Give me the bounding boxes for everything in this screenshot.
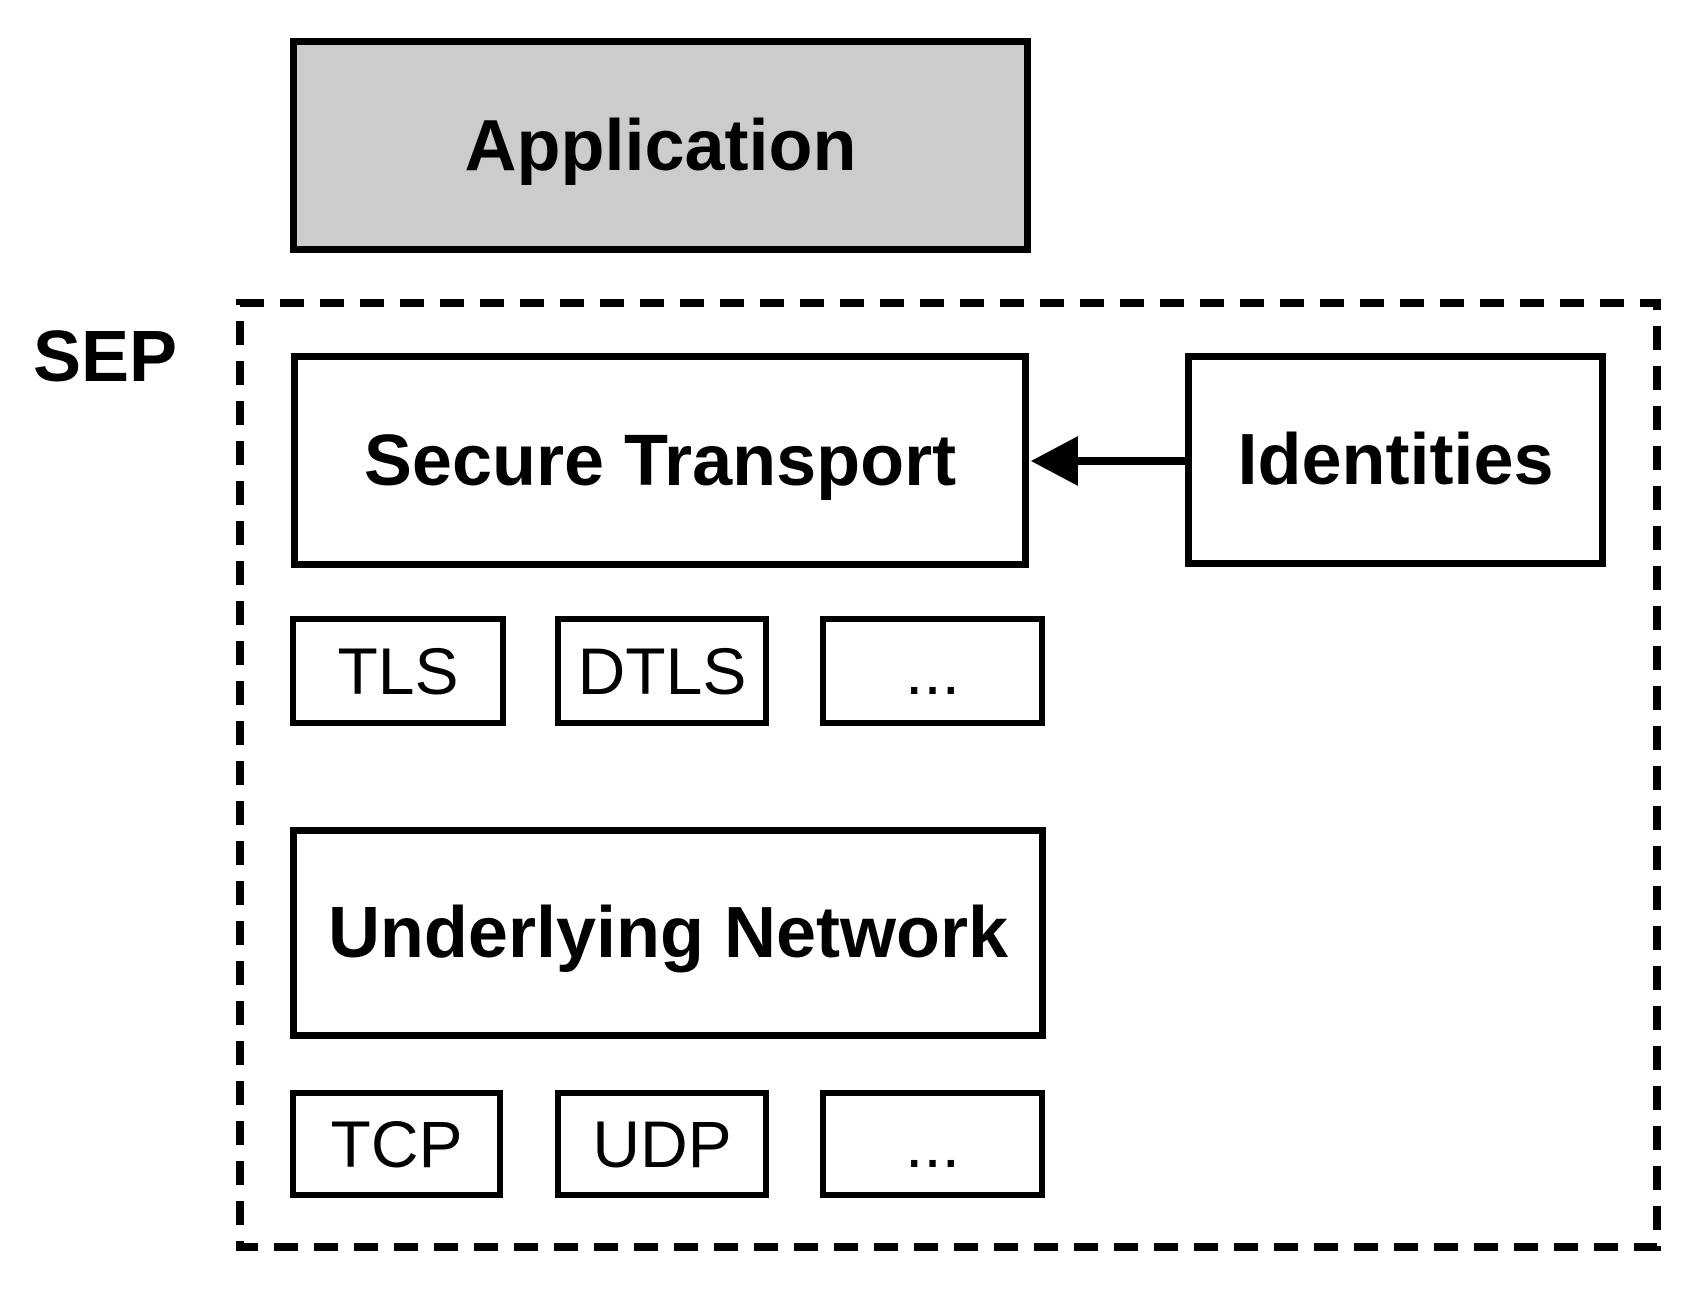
udp-label: UDP bbox=[592, 1107, 732, 1181]
dtls-protocol-box: DTLS bbox=[555, 616, 769, 726]
secure-transport-label: Secure Transport bbox=[363, 420, 957, 501]
tls-protocol-box: TLS bbox=[290, 616, 506, 726]
tls-label: TLS bbox=[337, 634, 459, 708]
other-network-protocols-label: ... bbox=[904, 1107, 960, 1181]
dtls-label: DTLS bbox=[577, 634, 747, 708]
underlying-network-box: Underlying Network bbox=[290, 827, 1046, 1039]
sep-label-text: SEP bbox=[32, 317, 178, 397]
application-label: Application bbox=[464, 105, 857, 186]
application-box: Application bbox=[290, 38, 1031, 253]
tcp-label: TCP bbox=[330, 1107, 463, 1181]
tcp-protocol-box: TCP bbox=[290, 1090, 503, 1198]
secure-transport-box: Secure Transport bbox=[291, 353, 1029, 568]
sep-dashed-boundary bbox=[236, 299, 1661, 1251]
underlying-network-label: Underlying Network bbox=[327, 893, 1009, 973]
identities-label: Identities bbox=[1237, 420, 1554, 500]
other-secure-protocols-label: ... bbox=[904, 634, 960, 708]
identities-arrow-head-icon bbox=[1031, 436, 1078, 486]
other-network-protocols-box: ... bbox=[820, 1090, 1045, 1198]
other-secure-protocols-box: ... bbox=[820, 616, 1045, 726]
udp-protocol-box: UDP bbox=[555, 1090, 769, 1198]
identities-box: Identities bbox=[1185, 353, 1606, 567]
sep-region-label: SEP bbox=[20, 317, 190, 397]
